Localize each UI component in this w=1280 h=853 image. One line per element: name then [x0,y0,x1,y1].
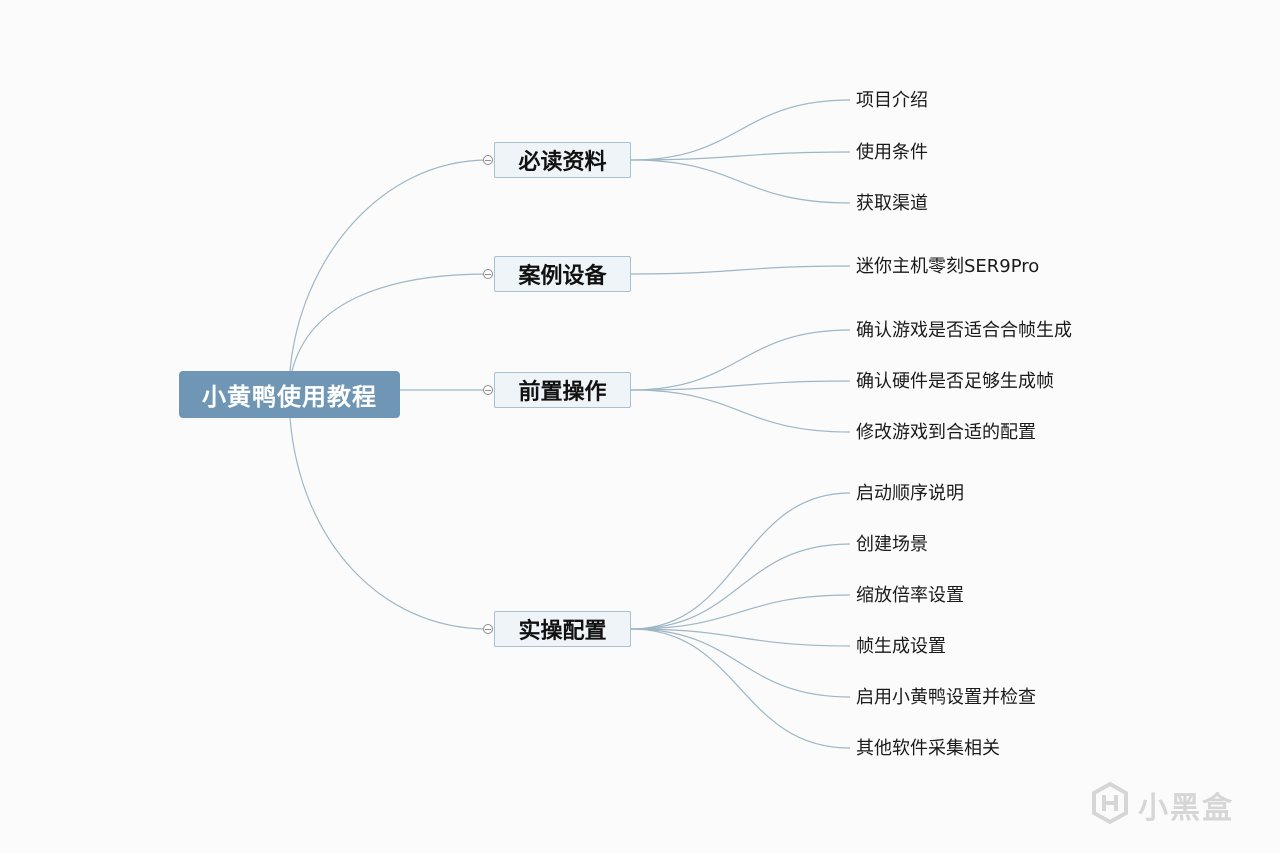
leaf-node[interactable]: 确认硬件是否足够生成帧 [856,371,1054,392]
link-b4-leaf-3 [630,594,851,630]
link-b4-leaf-4 [630,628,851,647]
leaf-node[interactable]: 迷你主机零刻SER9Pro [856,256,1040,277]
link-b1-leaf-1 [630,99,851,161]
leaf-node[interactable]: 启动顺序说明 [856,483,964,504]
link-root-branch-1 [289,159,489,372]
link-b4-leaf-6 [630,628,851,749]
link-root-branch-4 [289,417,489,630]
leaf-node[interactable]: 其他软件采集相关 [856,738,1000,759]
link-b3-leaf-3 [630,389,851,433]
root-node[interactable]: 小黄鸭使用教程 [179,371,400,418]
watermark: 小黑盒 [1088,780,1234,830]
watermark-text: 小黑盒 [1138,791,1234,826]
collapse-icon-branch-2[interactable] [483,269,493,279]
xiaoheihe-logo-icon [1088,781,1132,829]
link-b1-leaf-2 [630,151,851,161]
leaf-node[interactable]: 缩放倍率设置 [856,585,964,606]
link-b4-leaf-2 [630,543,851,630]
link-b2-leaf-1 [630,265,851,275]
link-b4-leaf-5 [630,628,851,698]
leaf-node[interactable]: 修改游戏到合适的配置 [856,422,1036,443]
leaf-node[interactable]: 确认游戏是否适合合帧生成 [856,320,1072,341]
link-b4-leaf-1 [630,492,851,630]
branch-node-2[interactable]: 案例设备 [494,256,631,292]
link-root-branch-2 [291,273,489,372]
leaf-node[interactable]: 帧生成设置 [856,636,946,657]
collapse-icon-branch-1[interactable] [483,155,493,165]
branch-node-3[interactable]: 前置操作 [494,372,631,408]
branch-node-1[interactable]: 必读资料 [494,142,631,178]
leaf-node[interactable]: 创建场景 [856,534,928,555]
branch-node-4[interactable]: 实操配置 [494,611,631,647]
link-b3-leaf-1 [630,329,851,391]
leaf-node[interactable]: 项目介绍 [856,90,928,111]
leaf-node[interactable]: 使用条件 [856,142,928,163]
leaf-node[interactable]: 获取渠道 [856,193,928,214]
leaf-node[interactable]: 启用小黄鸭设置并检查 [856,687,1036,708]
link-b3-leaf-2 [630,380,851,391]
link-b1-leaf-3 [630,159,851,204]
collapse-icon-branch-3[interactable] [483,385,493,395]
collapse-icon-branch-4[interactable] [483,624,493,634]
